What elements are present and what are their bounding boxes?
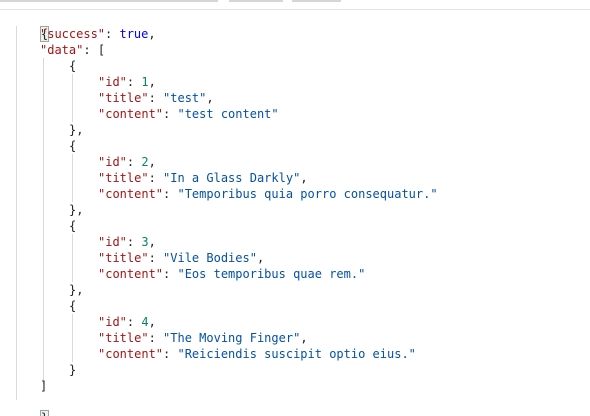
id-value: 4	[141, 315, 149, 329]
title-key: "title"	[98, 331, 149, 345]
json-line: "content": "Temporibus quia porro conseq…	[98, 187, 438, 201]
indent-guide	[72, 74, 73, 122]
json-line: "content": "Eos temporibus quae rem."	[98, 267, 366, 281]
indent-guide	[72, 234, 73, 282]
content-key: "content"	[98, 267, 164, 281]
id-key: "id"	[98, 235, 127, 249]
success-value: true	[119, 27, 149, 41]
data-key: "data"	[40, 43, 84, 57]
title-value: "The Moving Finger"	[163, 331, 301, 345]
json-line: "id": 1,	[98, 75, 156, 89]
indent-guide	[72, 314, 73, 362]
json-line: "title": "Vile Bodies",	[98, 251, 265, 265]
toolbar-divider	[0, 9, 590, 10]
array-close-bracket: ]	[40, 379, 48, 393]
indent-guide	[43, 58, 44, 384]
json-line: "content": "test content"	[98, 107, 279, 121]
json-line: "id": 4,	[98, 315, 156, 329]
json-line: "data": [	[40, 43, 106, 57]
id-key: "id"	[98, 155, 127, 169]
toolbar-tab-3[interactable]	[292, 0, 341, 2]
title-key: "title"	[98, 251, 149, 265]
id-key: "id"	[98, 75, 127, 89]
top-toolbar	[0, 0, 590, 10]
content-key: "content"	[98, 107, 164, 121]
array-open-bracket: [	[97, 43, 106, 57]
id-key: "id"	[98, 315, 127, 329]
object-open-brace: {	[69, 219, 77, 233]
success-key: "success"	[40, 27, 106, 41]
object-open-brace: {	[69, 299, 77, 313]
object-open-brace: {	[69, 59, 77, 73]
json-line: "title": "In a Glass Darkly",	[98, 171, 308, 185]
object-open-brace[interactable]: {	[39, 26, 50, 42]
id-value: 1	[141, 75, 149, 89]
toolbar-tab-1[interactable]	[0, 0, 218, 2]
json-line: "success": true,	[40, 27, 156, 41]
object-close-brace: },	[69, 203, 84, 217]
json-line: "title": "The Moving Finger",	[98, 331, 308, 345]
json-line: {	[12, 10, 50, 42]
id-value: 3	[141, 235, 149, 249]
object-close-brace: }	[69, 363, 77, 377]
object-close-brace: },	[69, 123, 84, 137]
title-value: "Vile Bodies"	[163, 251, 257, 265]
title-value: "In a Glass Darkly"	[163, 171, 301, 185]
title-key: "title"	[98, 171, 149, 185]
indent-guide	[72, 154, 73, 202]
content-key: "content"	[98, 187, 164, 201]
json-line: }	[12, 394, 50, 416]
object-close-brace: },	[69, 283, 84, 297]
content-value: "Reiciendis suscipit optio eius."	[177, 347, 416, 361]
content-value: "Eos temporibus quae rem."	[177, 267, 366, 281]
json-line: "id": 2,	[98, 155, 156, 169]
content-value: "test content"	[177, 107, 279, 121]
title-value: "test"	[163, 91, 207, 105]
json-line: "content": "Reiciendis suscipit optio ei…	[98, 347, 416, 361]
json-line: "id": 3,	[98, 235, 156, 249]
indent-guide	[16, 26, 17, 400]
content-key: "content"	[98, 347, 164, 361]
content-value: "Temporibus quia porro consequatur."	[177, 187, 438, 201]
object-open-brace: {	[69, 139, 77, 153]
toolbar-tab-2[interactable]	[229, 0, 283, 2]
id-value: 2	[141, 155, 149, 169]
json-viewer: { "success": true, "data": [ { "id": 1, …	[0, 10, 590, 416]
title-key: "title"	[98, 91, 149, 105]
json-line: "title": "test",	[98, 91, 214, 105]
object-close-brace[interactable]: }	[39, 410, 50, 416]
